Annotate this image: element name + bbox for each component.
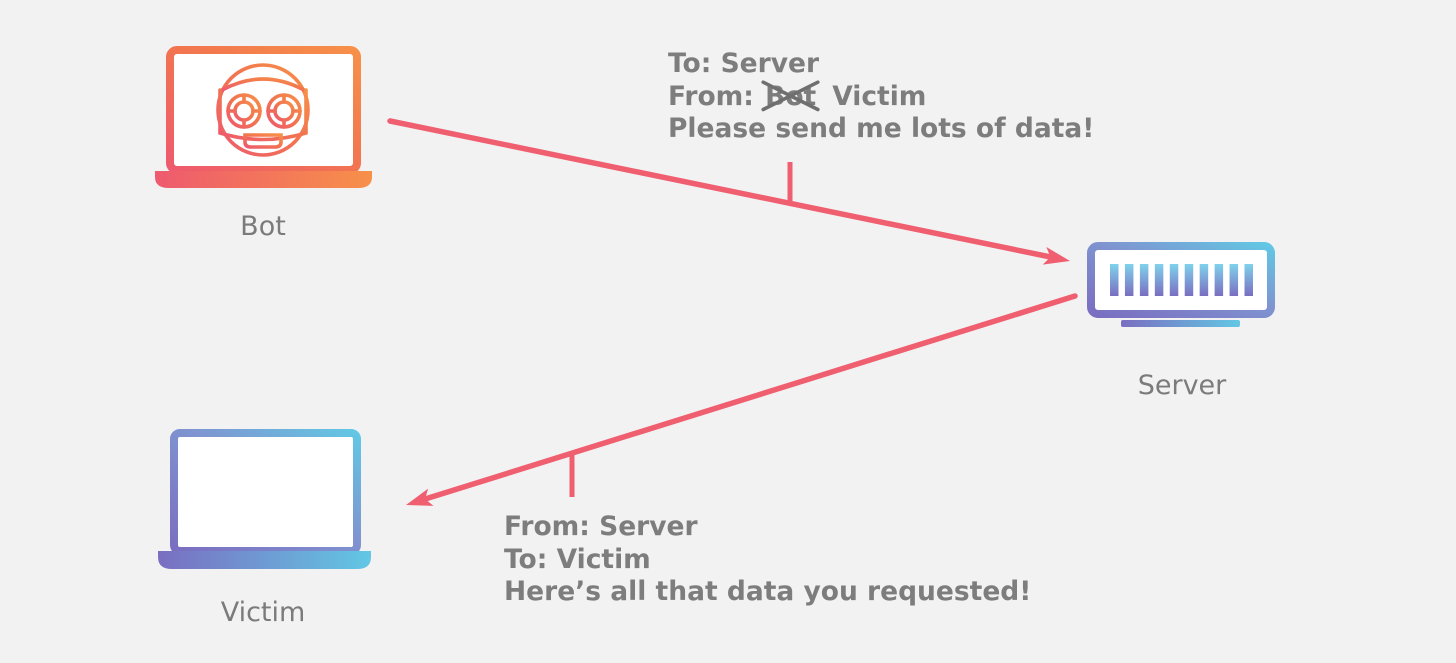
message-amplified-response: From: Server To: Victim Here’s all that … bbox=[504, 511, 1031, 609]
robot-head-outline bbox=[216, 63, 310, 157]
robot-helmet-arc bbox=[220, 77, 306, 92]
node-label-victim: Victim bbox=[220, 597, 306, 628]
message-struck-text: Bot bbox=[765, 80, 817, 112]
server-indicator-bars bbox=[1110, 264, 1253, 296]
victim-screen-bezel bbox=[170, 429, 361, 555]
response-line-body: Here’s all that data you requested! bbox=[504, 576, 1032, 607]
robot-face-icon bbox=[216, 63, 310, 157]
server-bar bbox=[1124, 264, 1134, 296]
bot-laptop-base bbox=[155, 171, 372, 188]
laptop-icon bbox=[158, 429, 371, 569]
robot-eye-right-crosshair bbox=[266, 93, 302, 129]
server-bar bbox=[1154, 264, 1164, 296]
message-line-body: Please send me lots of data! bbox=[668, 113, 1095, 144]
server-bar bbox=[1139, 264, 1149, 296]
server-icon bbox=[1087, 242, 1275, 327]
server-chassis bbox=[1087, 242, 1275, 318]
laptop-robot-icon bbox=[155, 46, 372, 188]
robot-mouth bbox=[243, 133, 283, 149]
server-bar bbox=[1169, 264, 1179, 296]
server-bar bbox=[1229, 264, 1239, 296]
server-bar bbox=[1110, 264, 1119, 296]
response-line-from: From: Server bbox=[504, 511, 698, 542]
message-struck-word: Bot bbox=[761, 79, 820, 114]
node-label-bot: Bot bbox=[240, 211, 286, 242]
response-line-to: To: Victim bbox=[504, 543, 651, 575]
server-bar bbox=[1214, 264, 1224, 296]
server-stand-bar bbox=[1121, 320, 1240, 327]
bot-screen-bezel bbox=[166, 46, 361, 174]
message-line-to: To: Server bbox=[668, 48, 820, 79]
robot-eye-left-crosshair bbox=[226, 93, 262, 129]
message-from-suffix: Victim bbox=[832, 80, 927, 112]
message-from-prefix: From: bbox=[668, 80, 764, 112]
server-bar bbox=[1184, 264, 1194, 296]
message-line-from: From: Bot Victim bbox=[668, 79, 1094, 114]
server-bar bbox=[1199, 264, 1209, 296]
victim-laptop-base bbox=[158, 551, 371, 569]
message-spoofed-request: To: Server From: Bot Victim Please send … bbox=[668, 48, 1094, 146]
server-bar bbox=[1244, 264, 1253, 296]
node-label-server: Server bbox=[1137, 370, 1227, 401]
